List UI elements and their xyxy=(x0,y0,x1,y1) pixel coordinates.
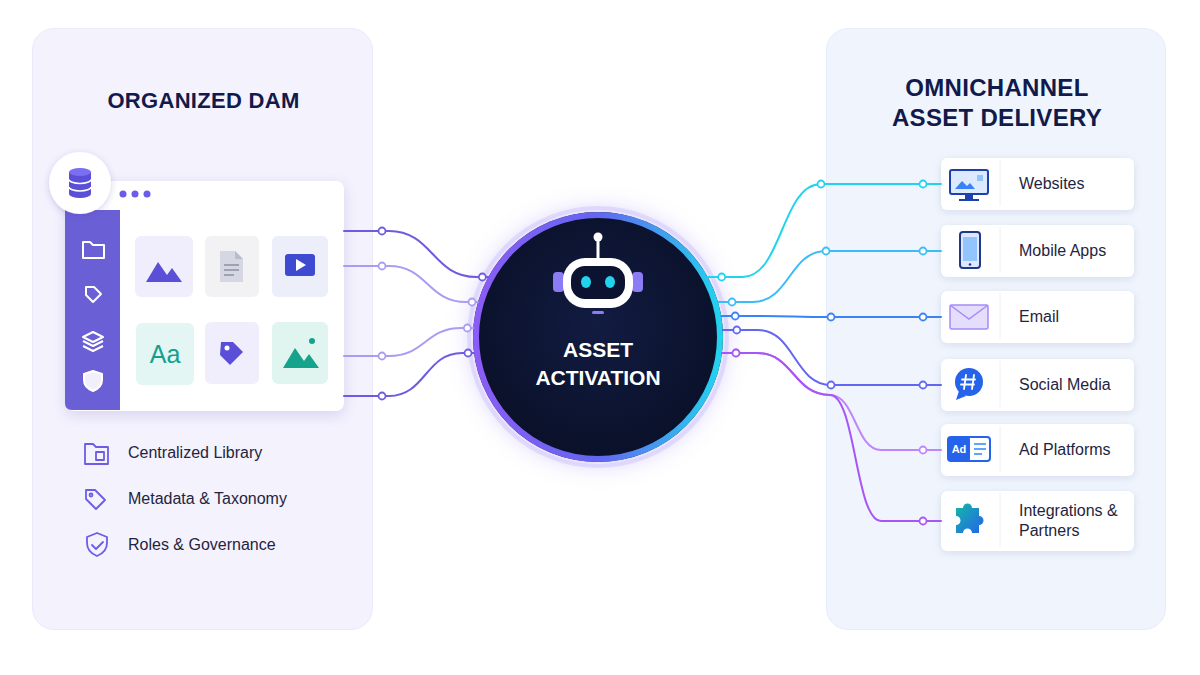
node-heading: ASSET ACTIVATION xyxy=(518,336,678,392)
connector-dot xyxy=(379,228,386,235)
connector-line xyxy=(723,330,941,385)
website-icon xyxy=(950,170,988,200)
connector-group xyxy=(723,327,941,389)
channel-dividers xyxy=(1000,160,1001,547)
connector-dot xyxy=(920,518,927,525)
connector-line xyxy=(344,266,478,302)
asset-tiles xyxy=(135,236,328,384)
connector-dot xyxy=(469,299,476,306)
node-heading: Aa xyxy=(136,323,194,385)
connector-group xyxy=(344,263,478,306)
social-icon xyxy=(955,368,983,400)
connector-line xyxy=(721,316,941,317)
connector-line xyxy=(344,328,473,356)
connector-dot xyxy=(479,274,486,281)
node-label: Mobile Apps xyxy=(1019,241,1131,261)
channel-box: Ad Platforms xyxy=(941,424,1134,476)
connector-dot xyxy=(732,313,739,320)
node-heading: ORGANIZED DAM xyxy=(33,88,374,114)
connector-dot xyxy=(465,350,472,357)
connector-dot xyxy=(732,350,739,357)
connector-group xyxy=(708,181,941,281)
email-icon xyxy=(950,305,988,329)
connector-group xyxy=(722,350,941,454)
channel-box: Mobile Apps xyxy=(941,225,1134,277)
connector-dot xyxy=(920,248,927,255)
database-badge xyxy=(49,152,111,214)
connector-dot xyxy=(920,181,927,188)
sidebar-icons xyxy=(83,242,104,391)
node-label: Websites xyxy=(1019,174,1131,194)
delivery-panel: OMNICHANNEL ASSET DELIVERY WebsitesMobile… xyxy=(826,28,1166,630)
connector-dot xyxy=(732,350,739,357)
dam-panel: ORGANIZED DAM Aa xyxy=(32,28,373,630)
connector-line xyxy=(722,353,941,450)
node-label: Ad Platforms xyxy=(1019,440,1131,460)
connector-line xyxy=(344,353,474,396)
robot-icon xyxy=(553,233,643,315)
connector-group xyxy=(718,248,941,306)
connector-group xyxy=(722,350,941,525)
connector-line xyxy=(344,231,488,277)
connector-group xyxy=(344,325,473,360)
channel-box: Social Media xyxy=(941,359,1134,411)
connector-group xyxy=(344,228,488,281)
connector-dot xyxy=(733,327,740,334)
connector-dot xyxy=(920,382,927,389)
node-label: Social Media xyxy=(1019,375,1131,395)
feature-icons xyxy=(85,444,108,556)
connector-dot xyxy=(464,325,471,332)
connector-dot xyxy=(818,181,825,188)
connector-dot xyxy=(920,314,927,321)
mobile-icon xyxy=(960,232,980,268)
channel-box: Email xyxy=(941,291,1134,343)
connector-dot xyxy=(718,274,725,281)
connector-dot xyxy=(920,447,927,454)
window-dots xyxy=(120,191,151,198)
asset-library-window: Aa xyxy=(66,181,344,411)
connector-dot xyxy=(379,263,386,270)
connector-dot xyxy=(729,299,736,306)
connector-dot xyxy=(828,314,835,321)
connector-group xyxy=(721,313,941,321)
channel-box: Websites xyxy=(941,158,1134,210)
connector-dot xyxy=(823,248,830,255)
connector-dot xyxy=(828,382,835,389)
connector-dot xyxy=(379,393,386,400)
connector-line xyxy=(722,353,941,521)
activation-hub: ASSET ACTIVATION xyxy=(473,212,723,462)
window-sidebar xyxy=(65,210,120,410)
node-label: Email xyxy=(1019,307,1131,327)
connector-line xyxy=(708,184,941,277)
connector-dot xyxy=(379,353,386,360)
connector-line xyxy=(718,251,941,302)
node-label: Integrations & Partners xyxy=(1019,501,1131,541)
hub-ring xyxy=(469,208,727,466)
channel-box: Integrations & Partners xyxy=(941,491,1134,551)
puzzle-icon xyxy=(956,504,984,533)
node-heading: OMNICHANNEL ASSET DELIVERY xyxy=(877,73,1117,133)
ad-icon xyxy=(948,437,990,461)
connector-group xyxy=(344,350,474,400)
